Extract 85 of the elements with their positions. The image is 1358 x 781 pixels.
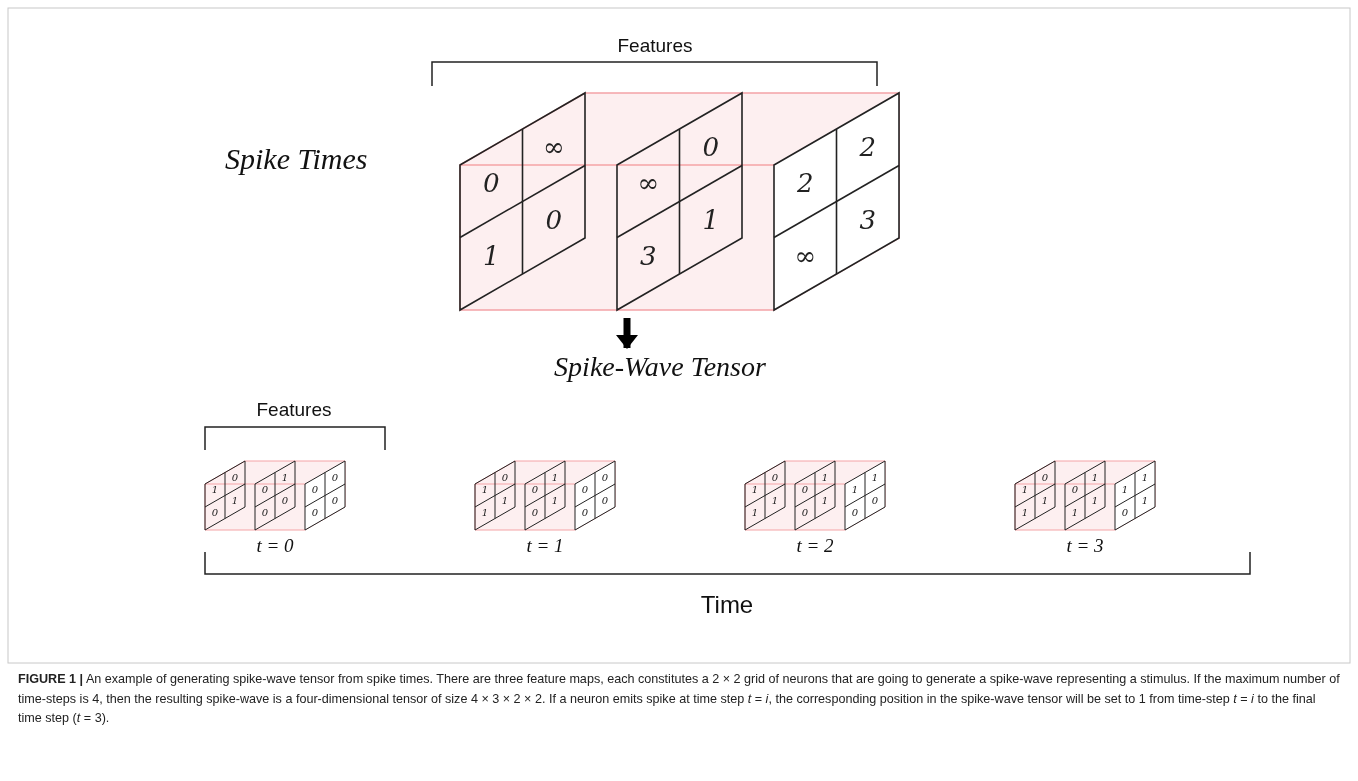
cell-value: 1 [1091,496,1099,507]
cell-value: 0 [1121,507,1129,518]
feature-map-grid [524,460,566,531]
axis-title: Spike Times [225,142,368,175]
cell-value: 1 [851,484,859,495]
cell-value: 0 [871,496,879,507]
cell-value: 1 [481,484,489,495]
feature-map-grid [773,92,900,311]
figure-caption: FIGURE 1 | An example of generating spike-wave tensor from spike times. There are three feature maps, each constitutes a 2 × 2 grid of neurons that are going to generate a spike-wave representing a stimulus. If the maximum number of time-steps is 4, then the resulting spike-wave is a four-dimensional tensor of size 4 × 3 × 2 × 2. If a neuron emits spike at time step t = i, the corresponding position in the spike-wave tensor will be set to 1 from time-step t = i to the final time step (t = 3). [18,671,1340,728]
cell-value: 0 [601,473,609,484]
heading: Spike-Wave Tensor [554,352,766,383]
time-step-label: t = 0 [256,536,294,557]
feature-map-grid [574,460,616,531]
cell-value: ∞ [542,134,565,161]
cell-value: ∞ [794,242,817,269]
feature-map-grid [744,460,786,531]
feature-map-grid [204,460,246,531]
cell-value: 1 [551,473,559,484]
cell-value: 1 [1021,484,1029,495]
axis-label: Features [617,36,693,57]
cell-value: 1 [231,496,239,507]
cell-value: 0 [1071,484,1079,495]
cell-value: 3 [859,206,876,233]
cell-value: 1 [1091,473,1099,484]
cell-value: 0 [702,134,719,161]
axis-label: Features [256,400,332,421]
feature-map-grid [459,92,586,311]
cell-value: 0 [1041,473,1049,484]
cell-value: 0 [601,496,609,507]
cell-value: 1 [551,496,559,507]
cell-value: 0 [581,484,589,495]
cell-value: 0 [211,507,219,518]
cell-value: 1 [1041,496,1049,507]
feature-map-grid [254,460,296,531]
time-step-label: t = 2 [796,536,834,557]
feature-map-grid [474,460,516,531]
cell-value: 0 [581,507,589,518]
cell-value: 1 [1141,473,1149,484]
cell-value: 2 [797,170,814,197]
cell-value: 0 [311,484,319,495]
cell-value: 0 [331,496,339,507]
feature-map-grid [844,460,886,531]
cell-value: 1 [281,473,289,484]
cell-value: 1 [483,242,500,269]
cell-value: 1 [871,473,879,484]
cell-value: ∞ [637,170,660,197]
cell-value: 0 [545,206,562,233]
feature-map-grid [1064,460,1106,531]
time-step-label: t = 1 [526,536,564,557]
cell-value: 3 [640,242,657,269]
feature-map-grid [616,92,743,311]
cell-value: 1 [771,496,779,507]
cell-value: 0 [331,473,339,484]
cell-value: 1 [501,496,509,507]
cell-value: 0 [311,507,319,518]
time-step-label: t = 3 [1066,536,1104,557]
feature-map-grid [1014,460,1056,531]
cell-value: 0 [231,473,239,484]
cell-value: 1 [211,484,219,495]
cell-value: 0 [771,473,779,484]
cell-value: 0 [261,484,269,495]
cell-value: 0 [801,484,809,495]
cell-value: 1 [1121,484,1129,495]
feature-map-grid [304,460,346,531]
cell-value: 1 [1021,507,1029,518]
cell-value: 1 [702,206,719,233]
cell-value: 0 [851,507,859,518]
feature-map-grid [794,460,836,531]
cell-value: 2 [859,134,876,161]
feature-map-grid [1114,460,1156,531]
cell-value: 1 [751,507,759,518]
cell-value: 0 [483,170,500,197]
cell-value: 0 [531,507,539,518]
cell-value: 1 [821,496,829,507]
cell-value: 0 [261,507,269,518]
cell-value: 1 [751,484,759,495]
cell-value: 0 [281,496,289,507]
cell-value: 0 [531,484,539,495]
axis-label: Time [700,592,754,619]
cell-value: 0 [801,507,809,518]
cell-value: 1 [481,507,489,518]
cell-value: 0 [501,473,509,484]
cell-value: 1 [1141,496,1149,507]
cell-value: 1 [821,473,829,484]
cell-value: 1 [1071,507,1079,518]
